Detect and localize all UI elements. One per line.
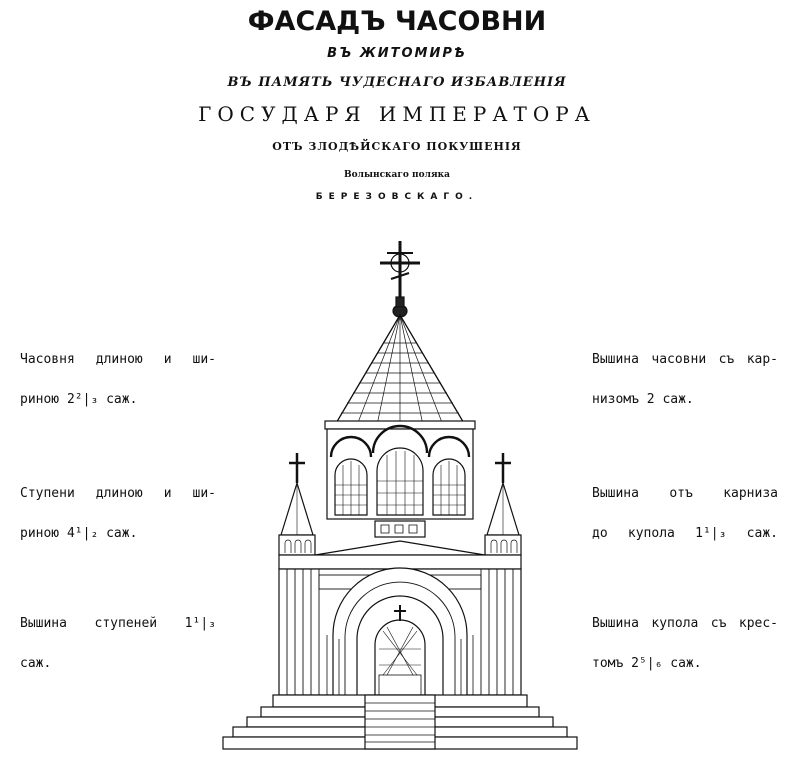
note-cornice-to-dome-line1: Вышина отъ карниза	[592, 486, 778, 501]
note-steps-size: Ступени длиною и ши- риною 4¹|₂ саж.	[20, 474, 216, 554]
subtitle-emperor: ГОСУДАРЯ ИМПЕРАТОРА	[198, 102, 596, 126]
note-chapel-height-line2: низомъ 2 саж.	[592, 392, 694, 407]
note-steps-height-line1: Вышина ступеней 1¹|₃	[20, 616, 216, 631]
subtitle-attempt: ОТЪ ЗЛОДѢЙСКАГО ПОКУШЕНІЯ	[272, 140, 522, 153]
note-steps-size-line1: Ступени длиною и ши-	[20, 486, 216, 501]
chapel-body	[278, 540, 522, 696]
subtitle-dedication: ВЪ ПАМЯТЬ ЧУДЕСНАГО ИЗБАВЛЕНІЯ	[227, 75, 567, 90]
note-chapel-size-line2: риною 2²|₃ саж.	[20, 392, 138, 407]
drum	[326, 424, 474, 538]
note-chapel-size: Часовня длиною и ши- риною 2²|₃ саж.	[20, 340, 216, 420]
subtitle-location: ВЪ ЖИТОМИРѢ	[327, 46, 467, 61]
note-chapel-height: Вышина часовни съ кар- низомъ 2 саж.	[592, 340, 778, 420]
note-steps-height-line2: саж.	[20, 656, 52, 671]
note-steps-height: Вышина ступеней 1¹|₃ саж.	[20, 604, 216, 684]
note-dome-height-line1: Вышина купола съ крес-	[592, 616, 778, 631]
left-turret	[278, 453, 316, 556]
right-turret	[484, 453, 522, 556]
steps	[222, 694, 578, 750]
note-chapel-size-line1: Часовня длиною и ши-	[20, 352, 216, 367]
subtitle-perpetrator-desc: Волынскаго поляка	[344, 170, 450, 180]
subtitle-perpetrator-name: БЕРЕЗОВСКАГО.	[315, 192, 479, 202]
chapel-facade-drawing	[222, 241, 578, 750]
note-cornice-to-dome-line2: до купола 1¹|₃ саж.	[592, 526, 778, 541]
note-dome-height-line2: томъ 2⁵|₆ саж.	[592, 656, 702, 671]
note-chapel-height-line1: Вышина часовни съ кар-	[592, 352, 778, 367]
note-steps-size-line2: риною 4¹|₂ саж.	[20, 526, 138, 541]
note-cornice-to-dome: Вышина отъ карниза до купола 1¹|₃ саж.	[592, 474, 778, 554]
note-dome-height: Вышина купола съ крес- томъ 2⁵|₆ саж.	[592, 604, 778, 684]
tent-roof	[324, 313, 476, 430]
cross-icon	[380, 241, 420, 307]
page-title: ФАСАДЪ ЧАСОВНИ	[247, 6, 547, 37]
